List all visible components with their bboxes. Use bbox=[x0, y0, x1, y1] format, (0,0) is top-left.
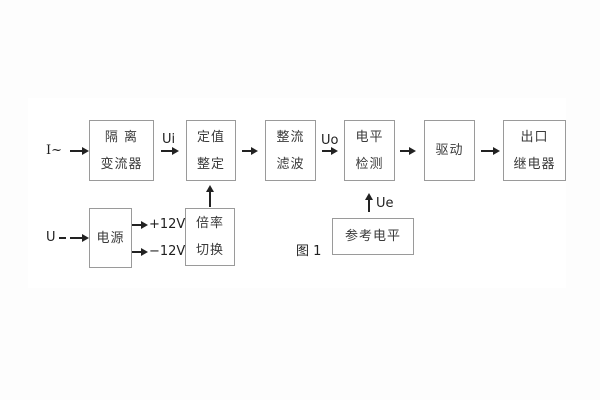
arrow-setting-to-rectifier bbox=[242, 147, 258, 154]
block-level-line1: 电平 bbox=[355, 129, 384, 145]
arrow-rectifier-to-level bbox=[322, 147, 338, 154]
block-relay-line1: 出口 bbox=[520, 129, 549, 145]
block-level-detection: 电平 检测 bbox=[344, 120, 395, 181]
arrow-reference-to-level bbox=[365, 193, 372, 212]
block-setting-line2: 整定 bbox=[196, 156, 225, 172]
block-power-supply: 电源 bbox=[89, 208, 132, 268]
block-isolation-line2: 变流器 bbox=[100, 156, 143, 172]
arrow-ratio-to-setting bbox=[206, 185, 213, 207]
block-reference-level: 参考电平 bbox=[332, 218, 414, 255]
block-output-relay: 出口 继电器 bbox=[503, 120, 566, 181]
label-uo: Uo bbox=[321, 133, 339, 148]
block-reference-line1: 参考电平 bbox=[344, 229, 401, 244]
block-driver: 驱动 bbox=[424, 120, 475, 181]
block-rectifier-line2: 滤波 bbox=[276, 156, 305, 172]
block-level-line2: 检测 bbox=[355, 156, 384, 172]
block-rectifier-filter: 整流 滤波 bbox=[265, 120, 316, 181]
block-rectifier-line1: 整流 bbox=[276, 129, 305, 145]
arrow-input-current-to-isolation bbox=[70, 147, 89, 154]
label-input-current: I~ bbox=[46, 143, 63, 158]
arrow-input-voltage-to-power bbox=[70, 234, 89, 241]
block-setting-line1: 定值 bbox=[196, 129, 225, 145]
label-ui: Ui bbox=[162, 132, 176, 147]
label-minus-12v: −12V bbox=[149, 244, 186, 259]
block-relay-line2: 继电器 bbox=[513, 156, 556, 172]
block-setting-adjustment: 定值 整定 bbox=[186, 120, 236, 181]
block-ratio-line2: 切换 bbox=[195, 243, 224, 258]
block-ratio-switch: 倍率 切换 bbox=[185, 208, 235, 266]
block-power-line1: 电源 bbox=[96, 230, 125, 246]
arrow-isolation-to-setting bbox=[161, 147, 179, 154]
block-isolation-line1: 隔 离 bbox=[104, 129, 139, 145]
dash-input-voltage bbox=[59, 237, 66, 239]
block-driver-line1: 驱动 bbox=[435, 143, 464, 158]
label-input-voltage: U bbox=[46, 230, 56, 245]
arrow-level-to-driver bbox=[400, 147, 416, 154]
figure-caption: 图 1 bbox=[296, 244, 322, 259]
label-plus-12v: +12V bbox=[149, 217, 186, 232]
label-ue: Ue bbox=[376, 196, 394, 211]
block-ratio-line1: 倍率 bbox=[195, 216, 224, 231]
arrow-power-minus-12v bbox=[132, 248, 148, 255]
arrow-power-plus-12v bbox=[132, 221, 148, 228]
block-isolation-transformer: 隔 离 变流器 bbox=[89, 120, 154, 181]
arrow-driver-to-relay bbox=[481, 147, 500, 154]
